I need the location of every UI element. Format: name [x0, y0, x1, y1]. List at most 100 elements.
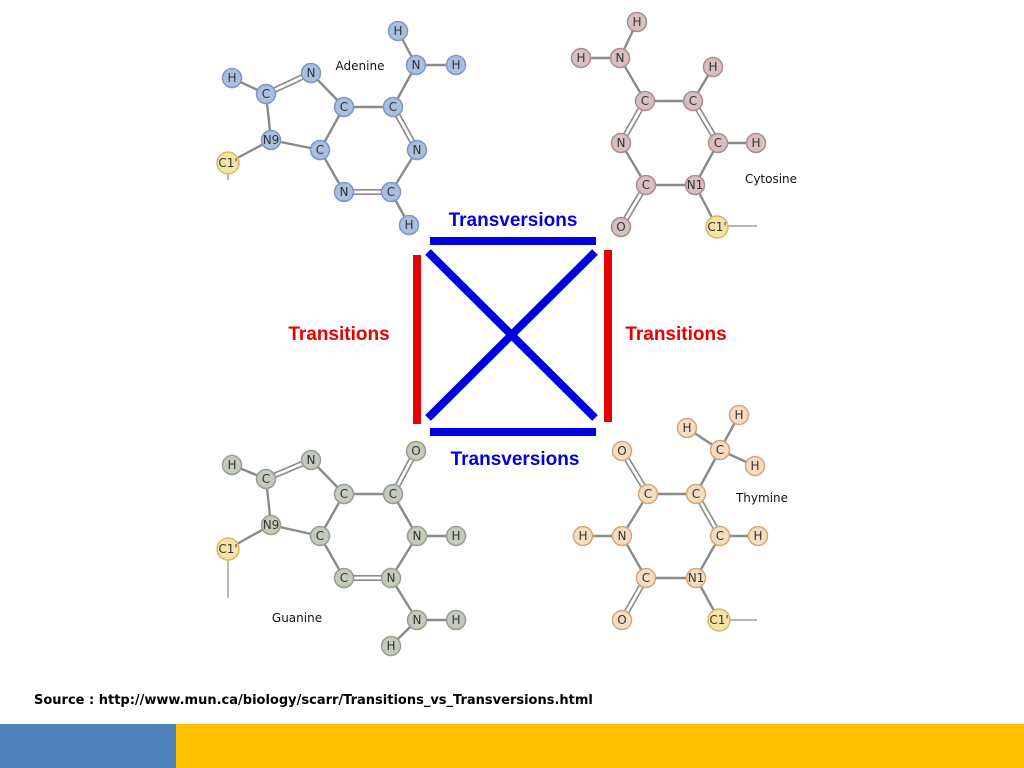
thymine-atom-h: H: [744, 455, 766, 477]
footer-bar-left: [0, 724, 176, 768]
svg-text:H: H: [576, 51, 585, 65]
thymine-atom-n: N: [611, 525, 633, 547]
svg-text:C1': C1': [709, 613, 728, 627]
svg-text:N: N: [307, 453, 316, 467]
transversion-label-bottom: Transversions: [451, 449, 580, 470]
adenine-atom-h: H: [398, 214, 420, 236]
cytosine-atom-h: H: [702, 56, 724, 78]
thymine-atom-c: C: [709, 525, 731, 547]
thymine-atom-o: O: [611, 609, 633, 631]
cytosine-atom-c: C: [634, 90, 656, 112]
guanine-atom-c: C: [255, 468, 277, 490]
footer-bar-right: [176, 724, 1024, 768]
svg-text:C: C: [387, 185, 395, 199]
guanine-atom-n: N: [300, 449, 322, 471]
thymine-atom-h: H: [728, 404, 750, 426]
svg-text:O: O: [617, 613, 626, 627]
cytosine-atom-c1prime: C1': [705, 215, 729, 239]
source-citation: Source : http://www.mun.ca/biology/scarr…: [34, 693, 593, 708]
adenine-atom-c: C: [333, 96, 355, 118]
svg-text:C: C: [262, 472, 270, 486]
svg-text:N: N: [413, 529, 422, 543]
guanine-atom-c1prime: C1': [216, 537, 240, 561]
svg-text:O: O: [617, 444, 626, 458]
thymine-name: Thymine: [735, 491, 788, 505]
guanine-atom-n: N: [406, 525, 428, 547]
svg-text:C: C: [642, 178, 650, 192]
svg-text:H: H: [578, 529, 587, 543]
thymine-atom-h: H: [676, 417, 698, 439]
svg-text:C: C: [316, 529, 324, 543]
guanine-atom-n: N: [380, 567, 402, 589]
cytosine-atom-h: H: [745, 132, 767, 154]
cytosine-atom-n1: N1: [684, 174, 706, 196]
svg-text:N: N: [412, 58, 421, 72]
cytosine-atom-c: C: [682, 90, 704, 112]
svg-text:H: H: [750, 459, 759, 473]
svg-text:C: C: [692, 487, 700, 501]
svg-text:N1: N1: [687, 178, 704, 192]
thymine-atom-h: H: [572, 525, 594, 547]
cytosine-atom-c: C: [707, 132, 729, 154]
transversion-label-top: Transversions: [449, 210, 578, 231]
svg-text:N: N: [618, 529, 627, 543]
svg-text:H: H: [386, 639, 395, 653]
svg-text:H: H: [734, 408, 743, 422]
svg-text:H: H: [404, 218, 413, 232]
svg-text:H: H: [451, 613, 460, 627]
guanine-atom-n: N: [406, 609, 428, 631]
svg-text:N: N: [307, 66, 316, 80]
svg-text:O: O: [411, 444, 420, 458]
svg-text:C: C: [340, 571, 348, 585]
svg-text:C1': C1': [218, 542, 237, 556]
svg-text:C: C: [389, 487, 397, 501]
svg-text:C1': C1': [707, 220, 726, 234]
adenine-atom-c: C: [380, 181, 402, 203]
thymine-atom-c: C: [685, 483, 707, 505]
svg-text:H: H: [227, 458, 236, 472]
svg-text:N9: N9: [263, 518, 280, 532]
adenine-atom-n: N: [406, 139, 428, 161]
thymine-atom-c1prime: C1': [707, 608, 731, 632]
svg-text:C: C: [714, 136, 722, 150]
cytosine-atom-h: H: [570, 47, 592, 69]
svg-text:H: H: [227, 71, 236, 85]
transversion-line-diagonal-2: [425, 249, 598, 421]
guanine-name: Guanine: [272, 611, 322, 625]
svg-text:H: H: [753, 529, 762, 543]
svg-text:N: N: [340, 185, 349, 199]
svg-text:H: H: [751, 136, 760, 150]
cytosine-atom-n: N: [609, 47, 631, 69]
svg-text:N: N: [616, 51, 625, 65]
adenine-atom-h: H: [445, 54, 467, 76]
svg-text:H: H: [708, 60, 717, 74]
cytosine-atom-h: H: [626, 11, 648, 33]
cytosine-name: Cytosine: [745, 172, 797, 186]
guanine-atom-h: H: [380, 635, 402, 657]
adenine-atom-c: C: [309, 139, 331, 161]
guanine-atom-h: H: [445, 609, 467, 631]
guanine-atom-h: H: [445, 525, 467, 547]
adenine-atom-c: C: [255, 83, 277, 105]
svg-text:C: C: [644, 487, 652, 501]
adenine-atom-n: N: [405, 54, 427, 76]
svg-text:C: C: [389, 100, 397, 114]
thymine-atom-c: C: [635, 567, 657, 589]
svg-text:H: H: [451, 58, 460, 72]
svg-text:N1: N1: [688, 571, 705, 585]
svg-text:C: C: [689, 94, 697, 108]
svg-text:C: C: [642, 571, 650, 585]
thymine-atom-c: C: [709, 439, 731, 461]
adenine-atom-c1prime: C1': [216, 151, 240, 175]
adenine-atom-h: H: [221, 67, 243, 89]
adenine-atom-c: C: [382, 96, 404, 118]
thymine-atom-o: O: [611, 440, 633, 462]
svg-text:N: N: [413, 143, 422, 157]
transition-label-left: Transitions: [288, 324, 389, 345]
guanine-atom-c: C: [309, 525, 331, 547]
svg-text:N: N: [413, 613, 422, 627]
adenine-name: Adenine: [336, 59, 385, 73]
